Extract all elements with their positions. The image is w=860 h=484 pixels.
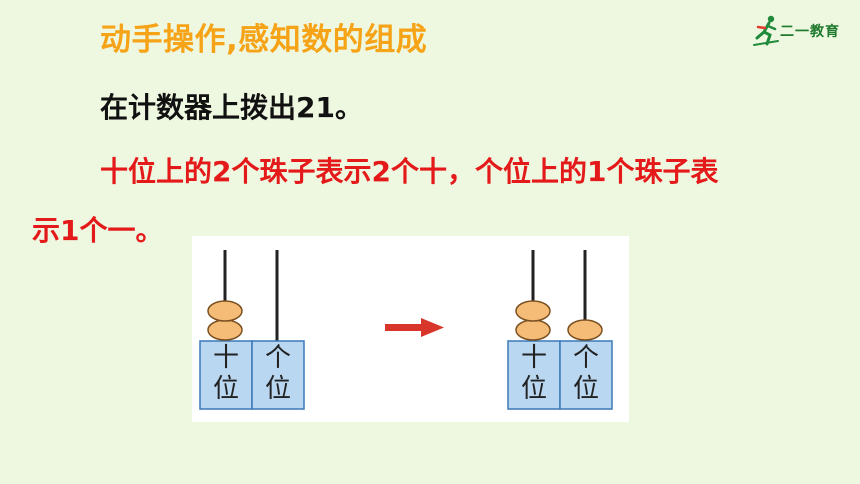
bead — [207, 300, 243, 322]
explanation-line-2: 示1个一。 — [32, 214, 164, 247]
runner-icon — [753, 15, 779, 46]
bead — [515, 300, 551, 322]
arrow-icon — [385, 318, 444, 337]
ones-label-before: 个位 — [264, 343, 291, 404]
explanation-line-1: 十位上的2个珠子表示2个十，个位上的1个珠子表 — [100, 155, 719, 188]
counter-after — [507, 250, 613, 410]
logo-text: 二一教育 — [780, 24, 840, 40]
ones-box-before — [251, 340, 305, 410]
tens-label-before: 十位 — [212, 343, 239, 404]
abacus-illustration — [199, 250, 613, 410]
page-title: 动手操作,感知数的组成 — [100, 22, 428, 58]
bead — [515, 319, 551, 341]
bead — [207, 319, 243, 341]
bead — [567, 319, 603, 341]
counter-before — [199, 250, 305, 410]
instruction-text: 在计数器上拨出21。 — [100, 91, 363, 124]
bead-group — [207, 300, 243, 341]
abacus-panel: 十位 个位 十位 个位 — [192, 236, 629, 422]
tens-box-after — [507, 340, 561, 410]
brand-logo: 二一教育 — [752, 14, 852, 48]
bead-group — [567, 319, 603, 341]
tens-label-after: 十位 — [520, 343, 547, 404]
ones-label-after: 个位 — [572, 343, 599, 404]
ones-box-after — [559, 340, 613, 410]
bead-group — [515, 300, 551, 341]
